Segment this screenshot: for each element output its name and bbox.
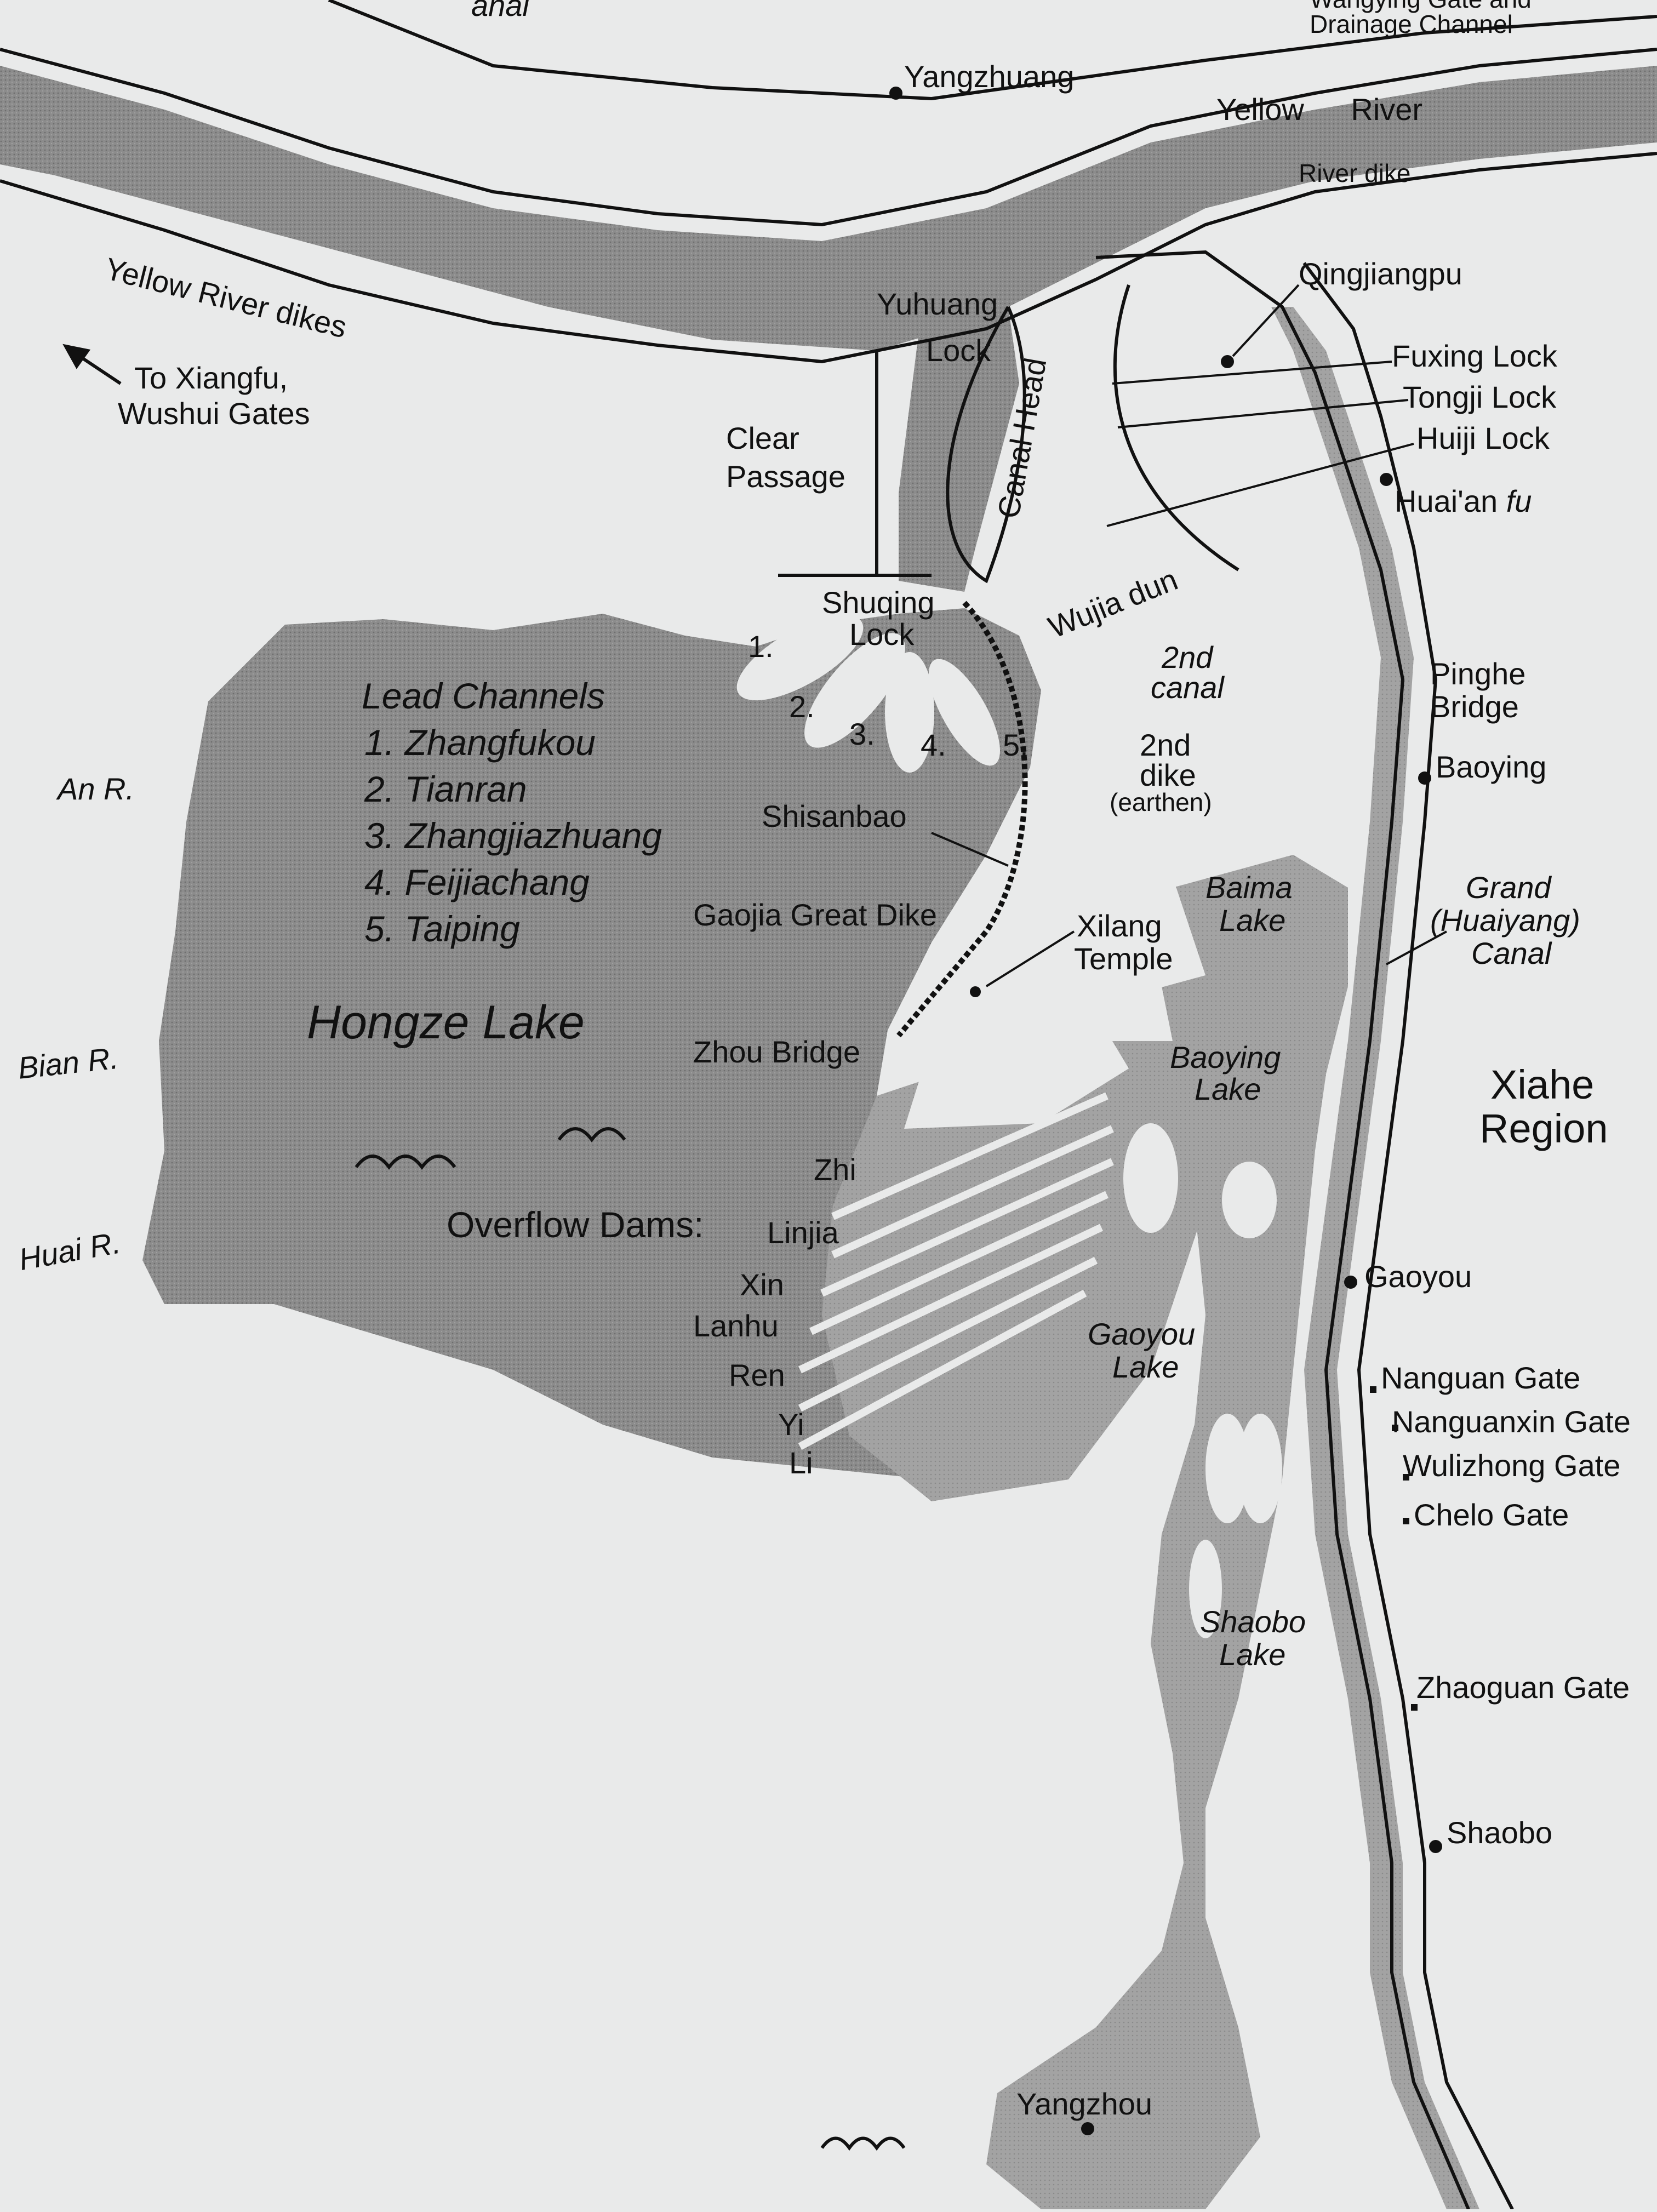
label-second-canal-1: 2nd <box>1162 640 1213 675</box>
label-river-dike: River dike <box>1299 159 1411 187</box>
label-shuqing-lock-2: Lock <box>849 617 915 651</box>
label-grand-canal-2: (Huaiyang) <box>1430 903 1580 938</box>
label-gaoyou: Gaoyou <box>1364 1259 1472 1294</box>
label-yuhuang-lock-2: Lock <box>926 333 991 368</box>
label-pinghe-bridge-1: Pinghe <box>1430 656 1526 691</box>
label-drainage-channel: Drainage Channel <box>1310 10 1513 38</box>
label-shaobo: Shaobo <box>1447 1815 1553 1850</box>
label-gaojia-great-dike: Gaojia Great Dike <box>693 898 938 932</box>
label-fuxing-lock: Fuxing Lock <box>1392 339 1557 373</box>
lead-channel-number-5: 5. <box>1003 728 1029 762</box>
label-tongji-lock: Tongji Lock <box>1403 380 1557 414</box>
gate-marker <box>1370 1386 1418 1711</box>
label-pinghe-bridge-2: Bridge <box>1430 689 1519 724</box>
label-second-canal-2: canal <box>1151 670 1224 705</box>
label-clear-passage-1: Clear <box>726 421 799 455</box>
lead-channel-item-1: 1. Zhangfukou <box>364 722 596 763</box>
direction-arrow <box>62 344 122 385</box>
lead-channel-item-2: 2. Tianran <box>364 769 527 809</box>
label-zhaoguan-gate: Zhaoguan Gate <box>1416 1670 1630 1705</box>
label-xilang-temple-1: Xilang <box>1077 908 1162 943</box>
label-huaian-fu: Huai'an fu <box>1395 484 1532 518</box>
label-clear-passage-2: Passage <box>726 459 845 494</box>
label-xiahe-region-1: Xiahe <box>1490 1062 1595 1107</box>
label-grand-canal-1: Grand <box>1466 870 1551 905</box>
overflow-dam-linjia: Linjia <box>767 1215 839 1250</box>
label-chelo-gate: Chelo Gate <box>1414 1497 1569 1532</box>
label-baoying-lake-1: Baoying <box>1170 1040 1281 1074</box>
lead-channel-number-2: 2. <box>789 689 815 724</box>
label-canal-top: anal <box>471 0 529 22</box>
label-shaobo-lake-2: Lake <box>1219 1637 1286 1672</box>
label-yangzhuang: Yangzhuang <box>904 59 1075 94</box>
lead-channel-number-4: 4. <box>921 728 946 762</box>
label-baoying: Baoying <box>1436 750 1547 784</box>
label-gaoyou-lake-2: Lake <box>1112 1350 1179 1384</box>
label-zhou-bridge: Zhou Bridge <box>693 1034 861 1069</box>
label-second-dike-1: 2nd <box>1140 728 1191 762</box>
lead-channels-title: Lead Channels <box>362 676 605 716</box>
label-yuhuang-lock-1: Yuhuang <box>877 287 998 321</box>
label-shuqing-lock-1: Shuqing <box>822 585 935 620</box>
overflow-dam-li: Li <box>789 1445 813 1480</box>
label-shisanbao: Shisanbao <box>762 799 907 833</box>
overflow-dam-zhi: Zhi <box>814 1152 856 1187</box>
leader-lines <box>931 284 1447 987</box>
yellow-river-water <box>0 66 1657 351</box>
label-baoying-lake-2: Lake <box>1195 1072 1261 1106</box>
label-huaian-fu-suffix: fu <box>1506 484 1532 518</box>
overflow-dam-xin: Xin <box>740 1267 784 1302</box>
overflow-dam-lanhu: Lanhu <box>693 1308 779 1343</box>
label-xilang-temple-2: Temple <box>1074 941 1173 976</box>
lead-channel-item-5: 5. Taiping <box>364 908 520 949</box>
lead-channel-item-4: 4. Feijiachang <box>364 862 590 902</box>
grand-canal-channel <box>1271 307 1479 2209</box>
label-baima-lake-1: Baima <box>1205 870 1293 905</box>
label-hongze-lake: Hongze Lake <box>307 996 585 1049</box>
gaojia-great-dike <box>896 601 1028 1038</box>
overflow-dam-ren: Ren <box>729 1358 785 1392</box>
lead-channel-item-3: 3. Zhangjiazhuang <box>364 815 662 856</box>
label-second-dike-2: dike <box>1140 758 1196 792</box>
label-wangying-gate: Wangying Gate and <box>1310 0 1532 13</box>
label-nanguan-gate: Nanguan Gate <box>1381 1361 1581 1395</box>
lead-channel-number-1: 1. <box>748 629 774 664</box>
mountain-symbol <box>355 1127 906 2151</box>
label-wulizhong-gate: Wulizhong Gate <box>1403 1448 1621 1483</box>
overflow-dam-yi: Yi <box>778 1407 804 1442</box>
label-grand-canal-3: Canal <box>1471 936 1552 970</box>
label-qingjiangpu: Qingjiangpu <box>1299 256 1462 291</box>
canal-head-channel <box>899 307 1019 592</box>
label-xiahe-region-2: Region <box>1479 1106 1608 1151</box>
city-dot <box>889 87 1442 2135</box>
label-overflow-dams: Overflow Dams: <box>447 1204 704 1245</box>
label-nanguanxin-gate: Nanguanxin Gate <box>1392 1404 1631 1439</box>
label-gaoyou-lake-1: Gaoyou <box>1088 1317 1196 1351</box>
label-an-river: An R. <box>58 771 135 806</box>
label-second-dike-3: (earthen) <box>1110 788 1212 816</box>
label-huiji-lock: Huiji Lock <box>1416 421 1550 455</box>
label-baima-lake-2: Lake <box>1219 903 1286 938</box>
label-yellow-river: Yellow River <box>1216 92 1423 127</box>
label-huaian-fu-name: Huai'an <box>1395 484 1498 518</box>
overflow-dam-lines <box>798 1092 1114 1450</box>
label-to-xiangfu-1: To Xiangfu, <box>134 361 288 395</box>
label-shaobo-lake-1: Shaobo <box>1200 1604 1306 1639</box>
label-to-xiangfu-2: Wushui Gates <box>118 396 310 431</box>
label-yangzhou: Yangzhou <box>1016 2087 1153 2121</box>
lead-channel-number-3: 3. <box>849 717 875 751</box>
islands <box>736 614 1282 1638</box>
